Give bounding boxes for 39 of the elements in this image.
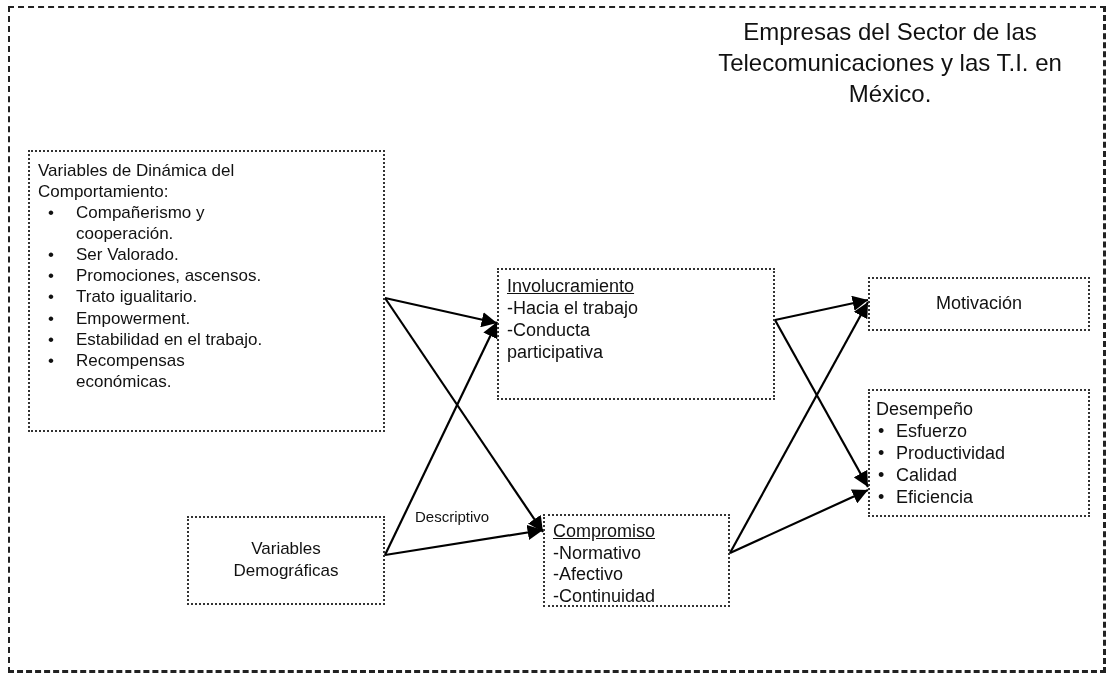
arrow: [729, 301, 869, 554]
arrow: [774, 319, 869, 488]
box-line: -Hacia el trabajo: [507, 297, 639, 320]
box-text: Motivación: [935, 293, 1022, 315]
bullet-item: • Productividad: [877, 442, 1006, 465]
arrow: [774, 295, 869, 322]
bullet-item: • Recompensas económicas.: [47, 349, 186, 392]
text-box: [868, 277, 1090, 331]
text-box: [187, 516, 385, 605]
box-line: -Normativo: [553, 542, 641, 565]
box-heading: Compromiso: [553, 521, 656, 543]
box-heading: Desempeño: [876, 399, 975, 421]
frame-heading: Empresas del Sector de las Telecomunicaciones y las T.I. en México.: [717, 17, 1063, 110]
bullet-item: • Promociones, ascensos.: [47, 265, 262, 287]
box-line: -Afectivo: [553, 564, 624, 586]
box-text: Variables Demográficas: [232, 538, 340, 583]
bullet-item: • Calidad: [877, 464, 958, 487]
box-heading: Involucramiento: [507, 276, 635, 298]
bullet-item: • Ser Valorado.: [47, 244, 179, 266]
box-line: -Conducta participativa: [507, 319, 605, 364]
text-box: [868, 389, 1090, 517]
text-box: [497, 268, 775, 400]
bullet-item: • Eficiencia: [877, 486, 974, 509]
arrow: [384, 296, 498, 328]
arrow: [384, 524, 544, 557]
bullet-item: • Estabilidad en el trabajo.: [47, 328, 263, 350]
arrow: [384, 321, 498, 556]
bullet-item: • Trato igualitario.: [47, 286, 198, 308]
arrow: [384, 297, 544, 533]
bullet-item: • Empowerment.: [47, 307, 191, 329]
box-heading: Variables de Dinámica del Comportamiento:: [38, 160, 236, 203]
enclosing-frame: [8, 6, 1106, 673]
arrow: [729, 489, 869, 554]
text-box: [543, 514, 730, 607]
edge-label: Descriptivo: [413, 508, 492, 525]
text-box: [28, 150, 385, 432]
box-line: -Continuidad: [553, 585, 656, 608]
bullet-item: • Esfuerzo: [877, 420, 968, 443]
bullet-item: • Compañerismo y cooperación.: [47, 202, 206, 245]
